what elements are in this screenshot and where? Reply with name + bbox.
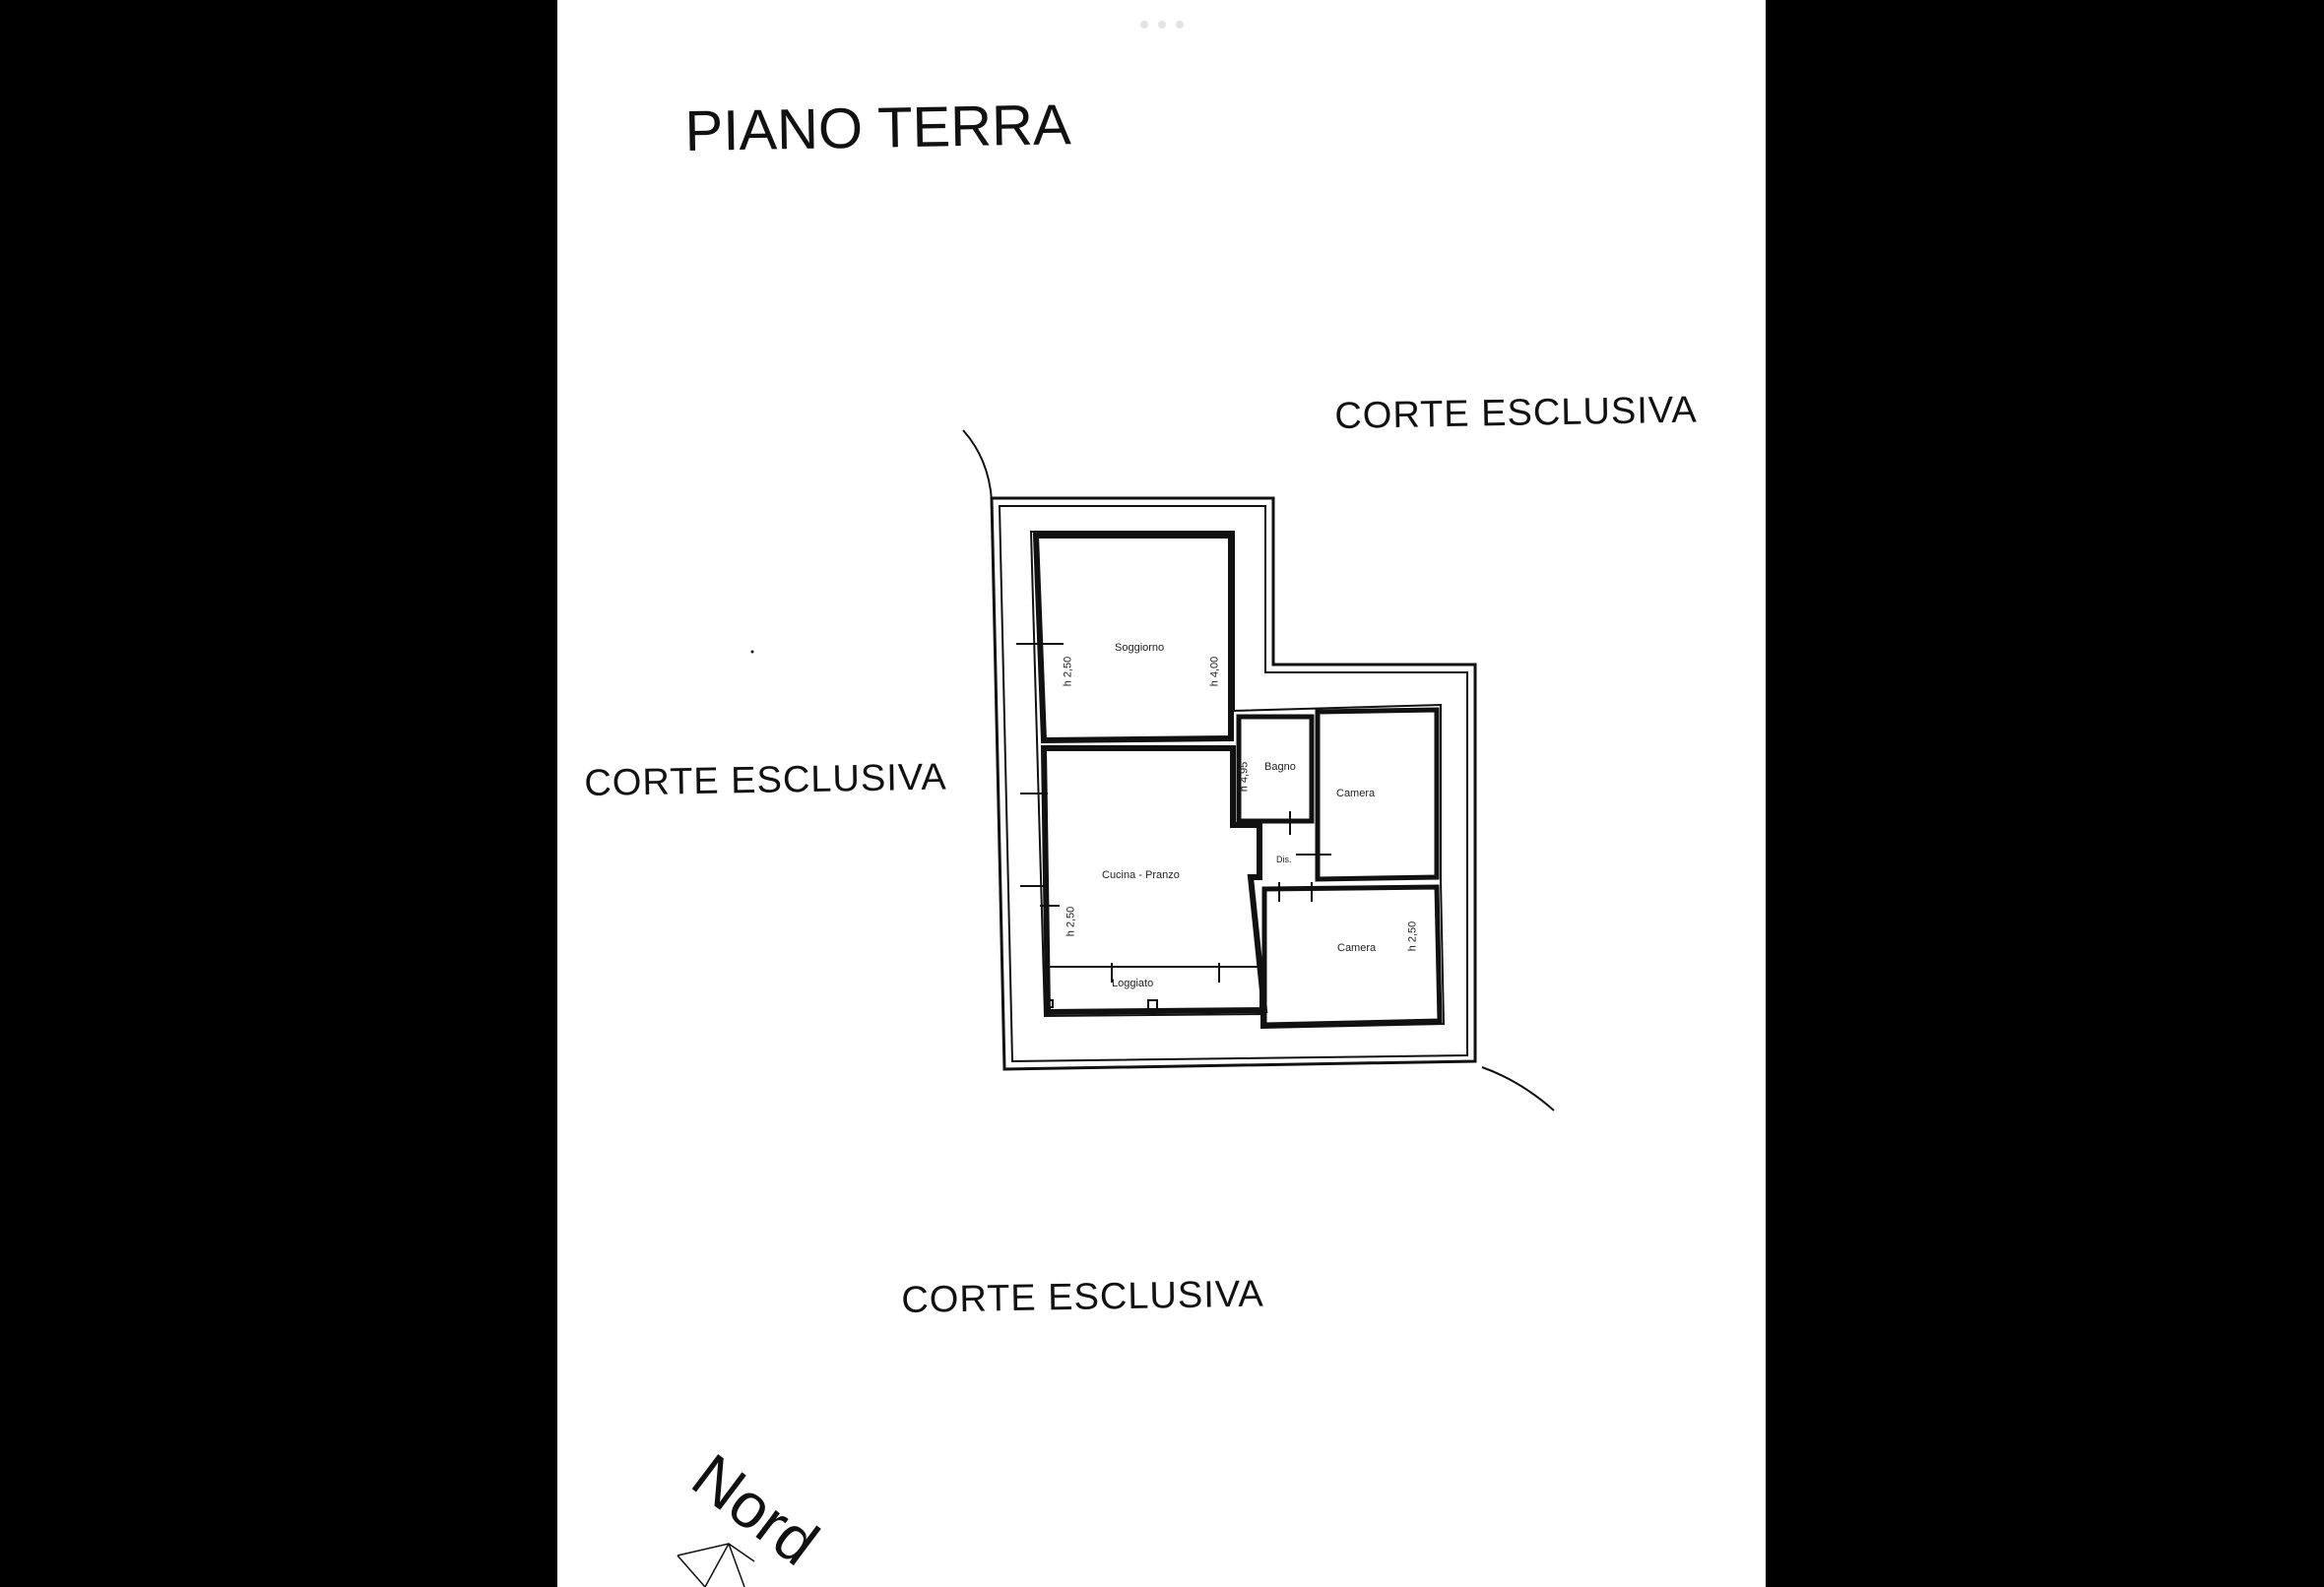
page-dot	[1158, 21, 1166, 29]
page-dot	[1140, 21, 1148, 29]
height-label-soggiorno-left: h 2,50	[1062, 656, 1074, 687]
camera-upper-walls	[1315, 707, 1440, 882]
outer-perimeter-inner	[998, 505, 1468, 1063]
height-label-soggiorno-right: h 4,00	[1208, 656, 1221, 687]
room-label-soggiorno: Soggiorno	[1115, 642, 1165, 654]
floor-plan-sheet: PIANO TERRA CORTE ESCLUSIVA CORTE ESCLUS…	[557, 0, 1766, 1587]
room-label-camera-lower: Camera	[1337, 942, 1377, 954]
room-label-disimpegno: Dis.	[1276, 855, 1292, 864]
page-dot	[1176, 21, 1184, 29]
camera-lower-walls	[1261, 884, 1443, 1028]
boundary-curve-east	[1481, 1066, 1555, 1111]
cucina-walls	[1040, 745, 1268, 1016]
height-label-bagno: h 4,95	[1238, 761, 1251, 793]
room-label-bagno: Bagno	[1264, 761, 1296, 773]
height-label-camera-lower: h 2,50	[1406, 920, 1419, 952]
soggiorno-walls	[1032, 533, 1234, 744]
page-indicator	[1140, 20, 1184, 30]
plan-dot	[750, 650, 754, 654]
room-label-cucina-pranzo: Cucina - Pranzo	[1102, 869, 1180, 881]
floor-plan-drawing	[677, 429, 1555, 1587]
room-label-camera-upper: Camera	[1336, 788, 1376, 799]
loggiato-pillar	[1045, 999, 1054, 1008]
building-shell	[1029, 531, 1446, 1030]
bagno-walls	[1236, 714, 1315, 824]
loggiato-outline	[1044, 966, 1261, 1014]
loggiato-pillar	[1147, 999, 1158, 1010]
north-arrow-icon	[677, 1543, 755, 1587]
room-label-loggiato: Loggiato	[1112, 978, 1154, 989]
outer-perimeter-outer	[990, 496, 1477, 1071]
height-label-cucina: h 2,50	[1065, 906, 1077, 937]
boundary-curve-north	[962, 429, 993, 501]
